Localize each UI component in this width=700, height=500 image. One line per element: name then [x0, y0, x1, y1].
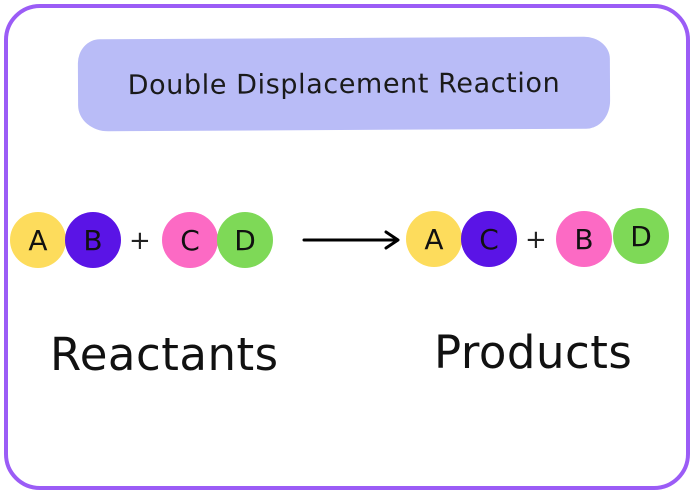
product-atom-a: A	[406, 211, 462, 267]
reactant-atom-d: D	[217, 212, 273, 268]
product-plus-sign: +	[525, 225, 547, 255]
diagram-title: Double Displacement Reaction	[127, 67, 561, 101]
reactant-atom-b: B	[65, 212, 121, 268]
reactant-atom-c: C	[162, 212, 218, 268]
reactant-plus-sign: +	[129, 226, 151, 256]
right-arrow-icon	[302, 230, 400, 250]
product-atom-d: D	[613, 208, 669, 264]
title-banner: Double Displacement Reaction	[77, 36, 611, 132]
reactants-label: Reactants	[50, 328, 279, 381]
products-label: Products	[434, 326, 633, 379]
product-atom-b: B	[556, 211, 612, 267]
product-atom-c: C	[461, 211, 517, 267]
reactant-atom-a: A	[10, 212, 66, 268]
